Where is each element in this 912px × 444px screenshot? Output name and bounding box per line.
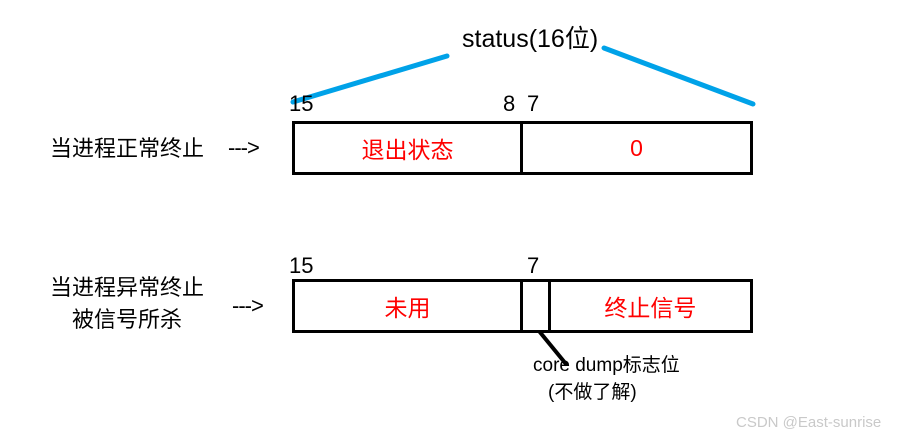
bit-label-8-row-normal: 8	[503, 91, 516, 116]
bit-label-15-row-normal: 15	[289, 91, 314, 116]
brace-left-arm	[290, 53, 450, 105]
cell-core-dump-flag	[520, 282, 548, 330]
watermark: CSDN @East-sunrise	[736, 414, 882, 431]
row-normal-description: 当进程正常终止	[50, 136, 205, 161]
bit-label-7-row-signal: 7	[527, 253, 540, 278]
page-title: status(16位)	[462, 25, 599, 53]
status-bits-box-normal: 退出状态 0	[292, 121, 753, 175]
row-signal-arrow: --->	[232, 293, 264, 318]
row-signal-description-line2: 被信号所杀	[72, 307, 183, 332]
status-bits-box-signal: 未用 终止信号	[292, 279, 753, 333]
cell-unused: 未用	[384, 295, 431, 321]
core-dump-callout-line1: core dump标志位	[533, 355, 680, 376]
bit-label-15-row-signal: 15	[289, 253, 314, 278]
core-dump-callout-line2: (不做了解)	[548, 382, 637, 403]
cell-zero: 0	[520, 124, 750, 172]
brace-right-arm	[601, 45, 756, 107]
cell-termination-signal: 终止信号	[547, 282, 750, 330]
bit-label-7-row-normal: 7	[527, 91, 540, 116]
row-signal-description-line1: 当进程异常终止	[50, 275, 205, 300]
cell-exit-status: 退出状态	[361, 137, 454, 163]
row-normal-arrow: --->	[228, 135, 260, 160]
